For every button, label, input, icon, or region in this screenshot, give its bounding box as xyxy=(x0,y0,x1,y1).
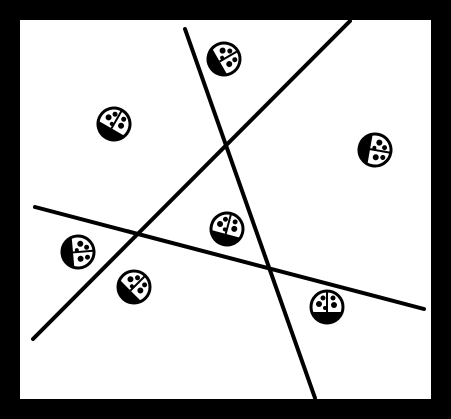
ladybug-icon[interactable] xyxy=(61,235,96,270)
ladybug-icon[interactable] xyxy=(311,291,343,323)
